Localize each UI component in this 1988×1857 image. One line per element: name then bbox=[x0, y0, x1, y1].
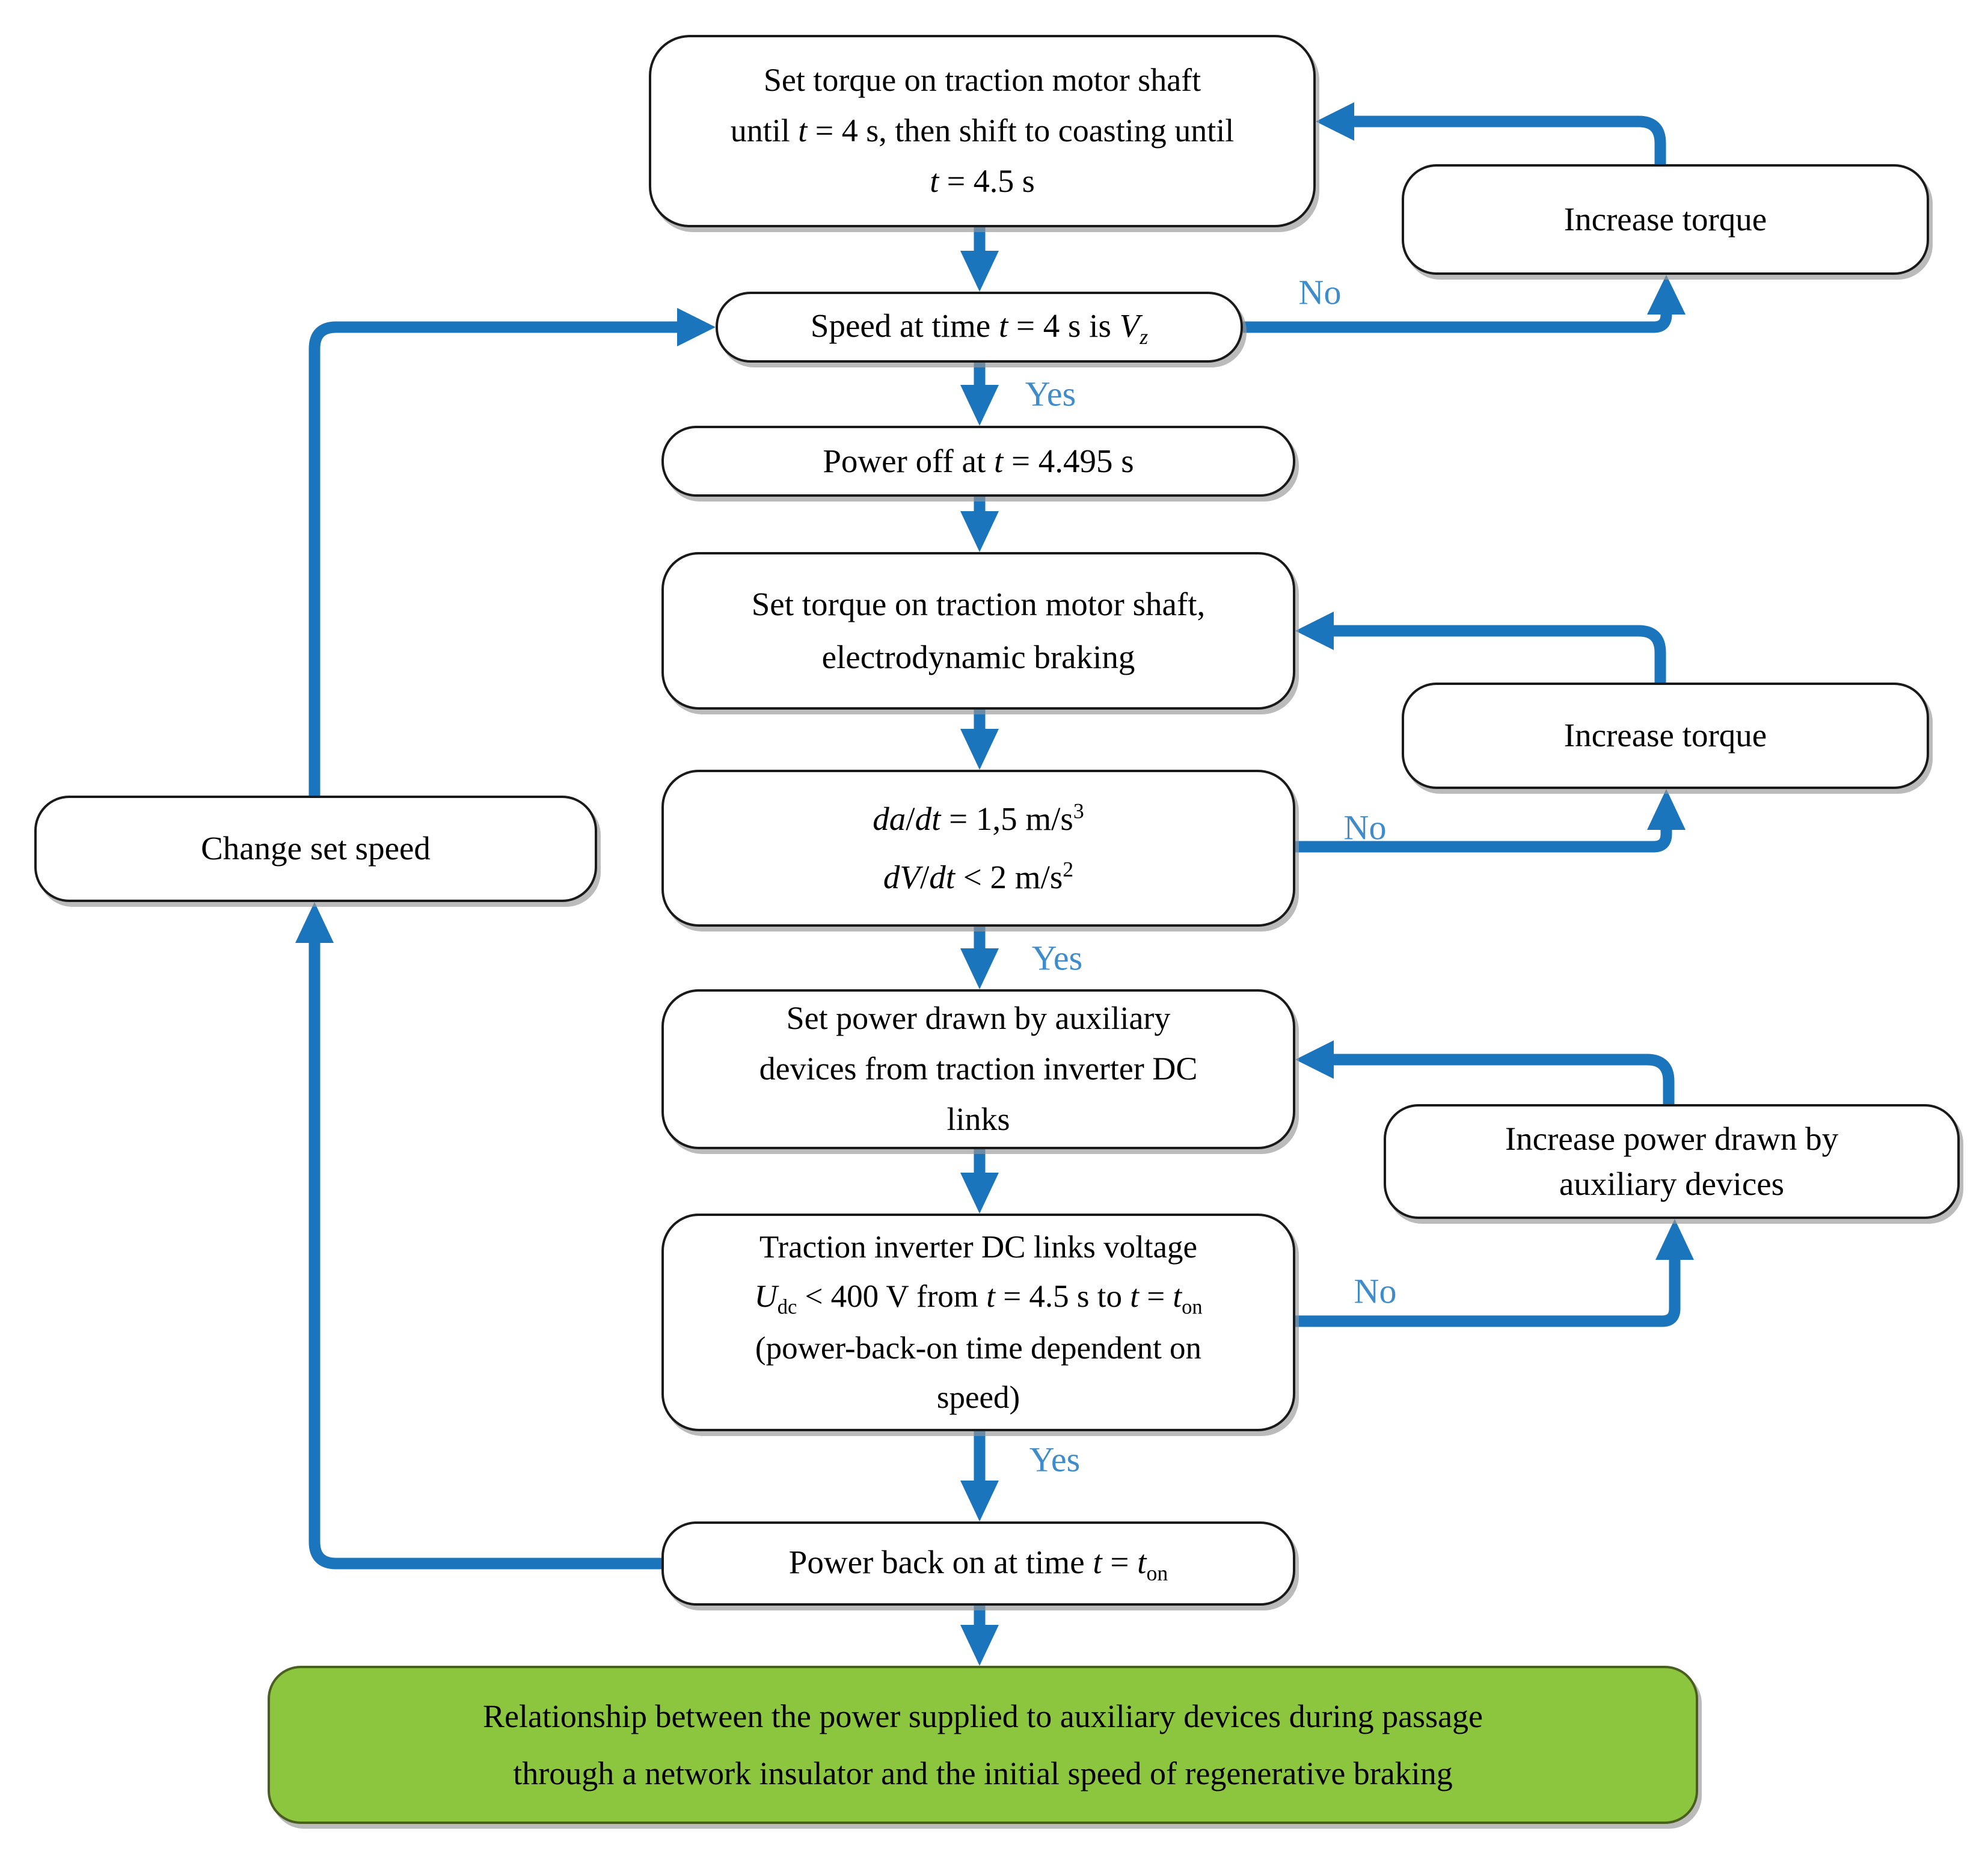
arrow-increaseauxpower-to-setauxpower bbox=[1295, 1040, 1675, 1104]
arrow-speedcheck-no-to-increasetorque-top bbox=[1243, 275, 1686, 333]
node-increase-torque-mid-text: Increase torque bbox=[1563, 717, 1767, 754]
arrow-increasetorque-top-to-settorquecoasting bbox=[1316, 102, 1666, 164]
edge-label-yes-dclinkcheck: Yes bbox=[1029, 1440, 1081, 1479]
arrow-speedcheck-yes-to-poweroff bbox=[960, 363, 999, 426]
arrow-jerkcheck-no-to-increasetorque-mid bbox=[1295, 789, 1686, 853]
node-result: Relationship between the power supplied … bbox=[268, 1666, 1698, 1824]
node-power-back-on: Power back on at time t = ton bbox=[661, 1521, 1295, 1606]
node-increase-torque-top-text: Increase torque bbox=[1563, 200, 1767, 238]
arrow-dclinkcheck-yes-to-powerbackon bbox=[960, 1431, 999, 1521]
node-power-back-on-text: Power back on at time t = ton bbox=[788, 1543, 1168, 1585]
arrow-dclinkcheck-no-to-increaseauxpower bbox=[1295, 1219, 1694, 1327]
node-change-set-speed: Change set speed bbox=[34, 796, 597, 902]
node-power-off-text: Power off at t = 4.495 s bbox=[823, 442, 1134, 479]
arrow-settorquebraking-to-jerkcheck bbox=[960, 710, 999, 770]
node-increase-torque-mid: Increase torque bbox=[1402, 683, 1929, 789]
edge-label-no-speedcheck: No bbox=[1298, 272, 1342, 312]
arrow-jerkcheck-yes-to-setauxpower bbox=[960, 927, 999, 989]
arrow-poweroff-to-settorquebraking bbox=[960, 497, 999, 552]
node-increase-torque-top: Increase torque bbox=[1402, 164, 1929, 275]
edge-label-yes-jerkcheck: Yes bbox=[1031, 938, 1083, 978]
edge-label-yes-speedcheck: Yes bbox=[1025, 374, 1076, 414]
node-change-set-speed-text: Change set speed bbox=[201, 830, 431, 867]
arrow-powerbackon-to-result bbox=[960, 1606, 999, 1666]
arrow-powerbackon-to-changesetspeed bbox=[295, 902, 665, 1570]
edge-label-no-jerkcheck: No bbox=[1343, 808, 1387, 847]
node-result-text: Relationship between the power supplied … bbox=[482, 1698, 1483, 1791]
arrow-setauxpower-to-dclinkcheck bbox=[960, 1149, 999, 1214]
arrow-changesetspeed-to-speedcheck bbox=[308, 308, 716, 796]
node-set-torque-braking: Set torque on traction motor shaft,elect… bbox=[661, 552, 1295, 710]
arrow-increasetorque-mid-to-settorquebraking bbox=[1295, 612, 1666, 683]
node-set-torque-braking-text: Set torque on traction motor shaft,elect… bbox=[751, 586, 1206, 675]
node-power-off: Power off at t = 4.495 s bbox=[661, 426, 1295, 497]
node-speed-check: Speed at time t = 4 s is Vz bbox=[716, 292, 1243, 363]
node-speed-check-text: Speed at time t = 4 s is Vz bbox=[810, 307, 1149, 349]
arrow-settorque-to-speedcheck bbox=[960, 227, 999, 292]
edge-label-no-dclinkcheck: No bbox=[1354, 1271, 1397, 1311]
